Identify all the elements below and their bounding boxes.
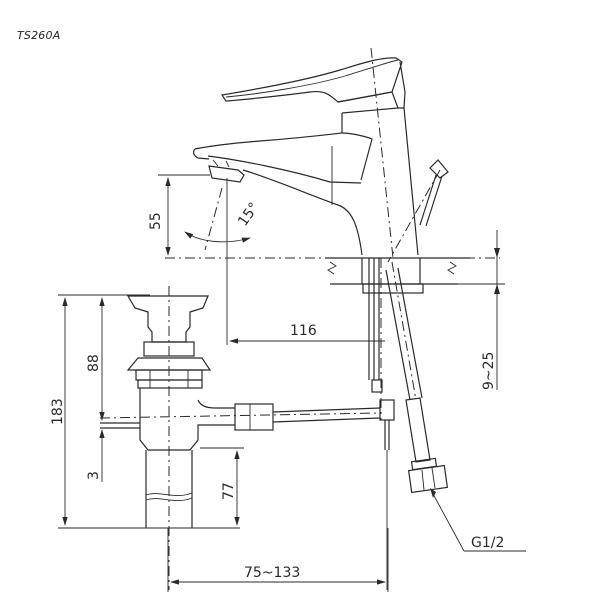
svg-text:3: 3: [86, 471, 102, 480]
dimension-drain-total: 183: [50, 294, 240, 529]
svg-text:77: 77: [221, 482, 237, 500]
pop-up-drain: [99, 286, 381, 590]
dimension-drain-lower: 77: [200, 447, 244, 526]
svg-text:9~25: 9~25: [481, 352, 497, 390]
svg-text:183: 183: [50, 398, 66, 425]
svg-text:75~133: 75~133: [244, 565, 300, 581]
svg-text:55: 55: [148, 212, 164, 230]
svg-text:88: 88: [86, 354, 102, 372]
svg-text:15°: 15°: [235, 200, 262, 230]
svg-text:116: 116: [290, 323, 317, 339]
supply-thread-callout: G1/2: [430, 488, 526, 552]
dimension-spout-reach: 116: [229, 323, 385, 344]
faucet-body: [192, 47, 419, 259]
svg-text:G1/2: G1/2: [471, 535, 504, 551]
countertop-deck: [165, 257, 500, 294]
dimension-rod-range: 75~133: [167, 528, 389, 592]
model-number-label: TS260A: [17, 29, 61, 42]
dimension-spout-height: 55 15°: [148, 174, 263, 345]
supply-hoses: [368, 159, 449, 590]
dimension-deck-thickness: 9~25: [458, 230, 505, 390]
dimension-drain-upper: 88 3: [86, 297, 105, 482]
